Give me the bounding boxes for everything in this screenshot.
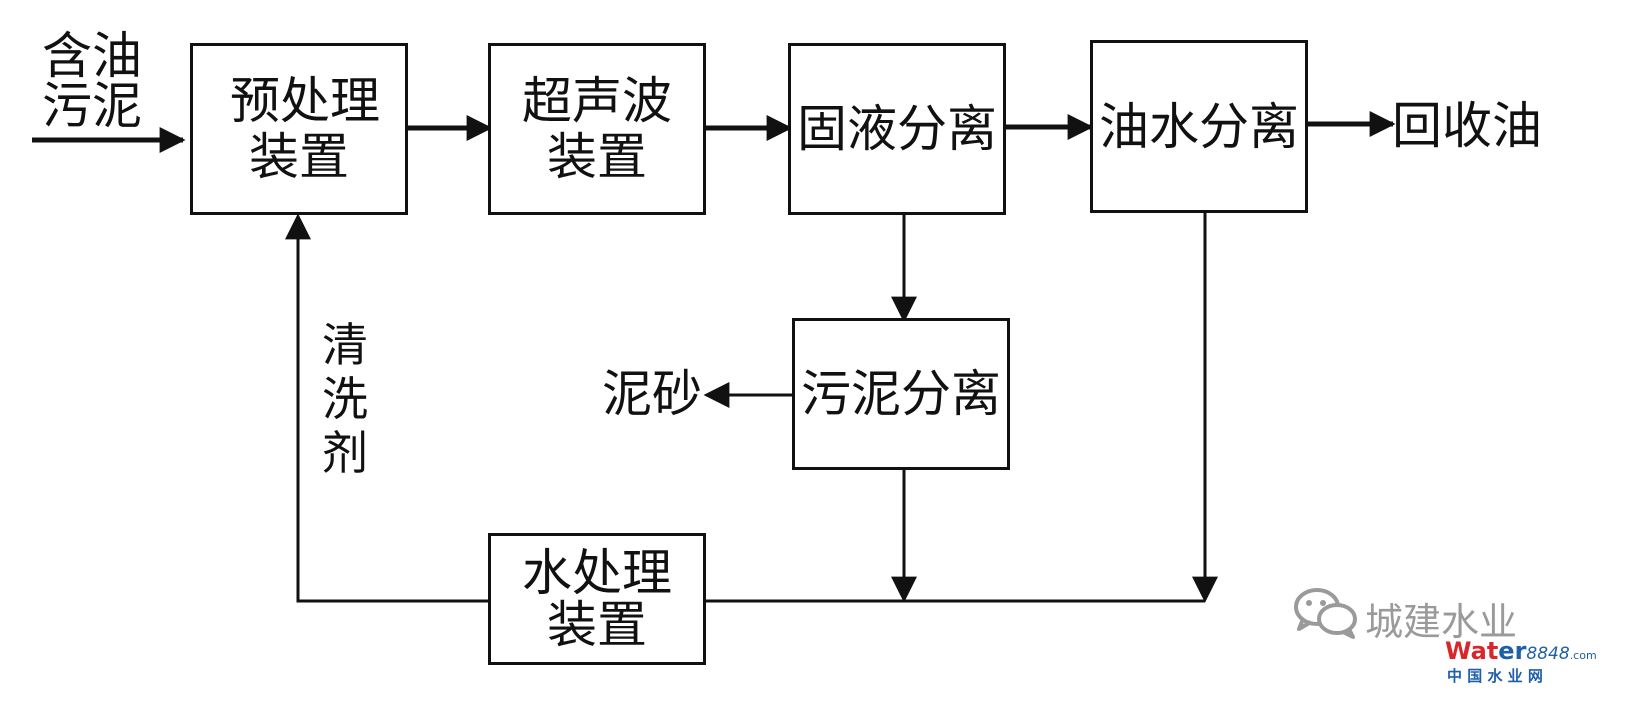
recovered-oil-label: 回收油 — [1392, 97, 1542, 155]
sludge-sep-label: 污泥分离 — [801, 365, 1001, 423]
ultrasonic-box: 超声波 装置 — [488, 43, 706, 215]
water8848-logo: Water8848.com — [1445, 637, 1597, 665]
oil-water-separation-box: 油水分离 — [1090, 40, 1308, 213]
pretreatment-line1: 预处理 — [230, 72, 380, 130]
solid-liquid-label: 固液分离 — [797, 100, 997, 158]
arrow-water-treatment-to-pretreatment — [285, 213, 490, 603]
brand-part-a: Wat — [1445, 637, 1499, 665]
sludge-separation-box: 污泥分离 — [792, 318, 1010, 470]
solid-liquid-separation-box: 固液分离 — [788, 43, 1006, 215]
watermark-account-name: 城建水业 — [1365, 600, 1518, 644]
pretreatment-line2: 装置 — [249, 128, 349, 186]
ultrasonic-line1: 超声波 — [522, 72, 672, 130]
sand-label: 泥砂 — [602, 365, 702, 423]
brand-part-c: 8848 — [1526, 644, 1570, 664]
water8848-cn-name: 中 国 水 业 网 — [1447, 667, 1543, 685]
input-label-line2: 污泥 — [42, 77, 142, 135]
cleaning-agent-label: 清洗剂 — [322, 318, 368, 480]
oil-water-label: 油水分离 — [1099, 97, 1299, 156]
pretreatment-box: 预处理 装置 — [190, 43, 408, 215]
wechat-icon — [1294, 588, 1357, 639]
ultrasonic-line2: 装置 — [547, 128, 647, 186]
brand-part-b: er — [1498, 637, 1527, 665]
brand-part-d: .com — [1569, 649, 1597, 662]
water-treatment-line2: 装置 — [547, 596, 647, 654]
watermark: 城建水业 Water8848.com 中 国 水 业 网 — [1285, 585, 1645, 715]
water-treatment-box: 水处理 装置 — [488, 533, 706, 665]
water-treatment-line1: 水处理 — [522, 544, 672, 602]
input-label-line1: 含油 — [42, 27, 142, 85]
